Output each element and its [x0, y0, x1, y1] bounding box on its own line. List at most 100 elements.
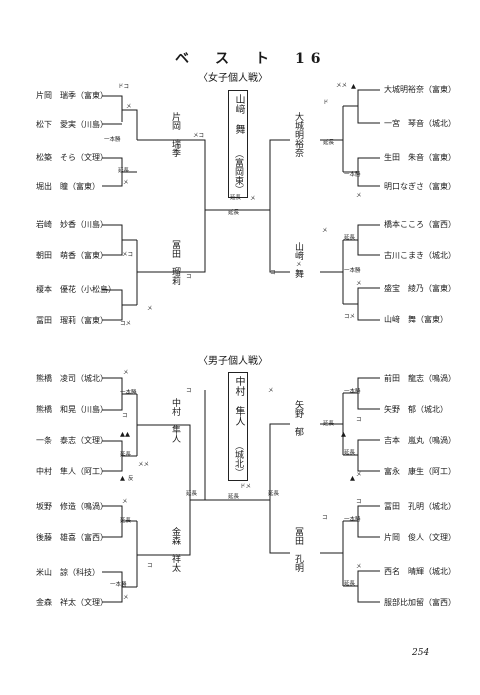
score-mark: 延長 [228, 210, 240, 216]
women-right-player: 一宮 琴音（城北） [384, 119, 456, 128]
women-right-player: 盛宝 綾乃（富東） [384, 284, 456, 293]
score-mark: ドコ [118, 84, 130, 90]
score-mark: メコ [193, 133, 205, 139]
men-right-player: 富永 康生（阿工） [384, 467, 456, 476]
men-right-player: 吉本 嵐丸（鳴渦） [384, 436, 456, 445]
score-mark: 一本勝 [344, 172, 361, 178]
score-mark: メメ [138, 462, 150, 468]
women-left-player: 松築 そら（文理） [36, 153, 108, 162]
score-mark: 延長 [344, 235, 356, 241]
score-mark: 延長 [120, 518, 132, 524]
women-left-player: 片岡 瑞季（富東） [36, 91, 108, 100]
men-left-player: 金森 祥太（文理） [36, 598, 108, 607]
score-mark: 一本勝 [344, 268, 361, 274]
men-left-player: 米山 諒（科技） [36, 568, 100, 577]
score-mark: メ [268, 388, 274, 394]
score-mark: メ [356, 564, 362, 570]
score-mark: 延長 [120, 452, 132, 458]
score-mark: コ [147, 563, 153, 569]
score-mark: 延長 [268, 491, 280, 497]
score-mark: 延長 [230, 195, 242, 201]
score-mark: メ [126, 104, 132, 110]
score-mark: 一本勝 [344, 517, 361, 523]
score-mark: 反 [128, 476, 134, 482]
score-mark: メ [123, 180, 129, 186]
women-left-player: 堀出 瞳（富東） [36, 182, 100, 191]
score-mark: 一本勝 [110, 582, 127, 588]
score-mark: 一本勝 [120, 390, 137, 396]
score-mark: 延長 [323, 421, 335, 427]
men-champion-box: 中村 隼人 （城北） [228, 372, 248, 481]
women-champion-box: 山﨑 舞 （富岡東） [228, 90, 248, 198]
men-semi-left-1: 中村 隼人 [170, 398, 180, 443]
men-right-player: 矢野 郁（城北） [384, 405, 448, 414]
score-mark: 一本勝 [104, 137, 121, 143]
women-left-player: 冨田 瑠莉（富東） [36, 316, 108, 325]
score-mark: コメ [344, 314, 356, 320]
men-champion-school: （城北） [233, 441, 243, 477]
score-mark: メ [123, 370, 129, 376]
score-mark: メ [123, 595, 129, 601]
score-mark: メメ [336, 83, 348, 89]
women-left-player: 榎本 優花（小松島） [36, 285, 116, 294]
score-mark: 延長 [118, 168, 130, 174]
women-right-player: 生田 朱音（富東） [384, 153, 456, 162]
triangle-mark: ▲ [341, 430, 346, 438]
score-mark: 一本勝 [344, 389, 361, 395]
women-right-player: 明口なぎさ（富東） [384, 182, 456, 191]
score-mark: メコ [122, 252, 134, 258]
men-champion-name: 中村 隼人 [233, 376, 244, 426]
women-right-player: 大城明裕奈（富東） [384, 85, 456, 94]
score-mark: 延長 [344, 450, 356, 456]
men-left-player: 一条 泰志（文理） [36, 436, 108, 445]
score-mark: メ [147, 306, 153, 312]
score-mark: 延長 [344, 581, 356, 587]
score-mark: コ [356, 499, 362, 505]
score-mark: メ [296, 262, 302, 268]
page-number: 254 [412, 648, 430, 658]
triangle-mark: ▲ [120, 474, 125, 482]
women-right-player: 橋本こころ（富西） [384, 220, 456, 229]
women-right-player: 古川こまき（城北） [384, 251, 456, 260]
women-semi-left-2: 冨田 瑠莉 [170, 240, 180, 285]
score-mark: メ [122, 499, 128, 505]
score-mark: コ [186, 274, 192, 280]
women-left-player: 岩崎 妙香（川島） [36, 220, 108, 229]
score-mark: メ [356, 281, 362, 287]
men-left-player: 後藤 雄喜（富西） [36, 533, 108, 542]
score-mark: メ [356, 193, 362, 199]
women-left-player: 朝田 萌香（富東） [36, 251, 108, 260]
score-mark: コ [356, 417, 362, 423]
triangle-mark: ▲ [350, 474, 355, 482]
men-left-player: 坂野 修造（鳴渦） [36, 502, 108, 511]
score-mark: 延長 [186, 491, 198, 497]
men-left-player: 中村 隼人（阿工） [36, 467, 108, 476]
men-left-player: 熊橋 和晃（川島） [36, 405, 108, 414]
women-subtitle: 〈女子個人戦〉 [198, 73, 268, 84]
women-semi-right-2: 山﨑 舞 [293, 242, 303, 278]
score-mark: メ [322, 228, 328, 234]
men-right-player: 冨田 孔明（城北） [384, 502, 456, 511]
men-right-player: 片岡 俊人（文理） [384, 533, 456, 542]
women-right-player: 山﨑 舞（富東） [384, 315, 448, 324]
men-semi-right-1: 矢野 郁 [293, 400, 303, 436]
triangle-mark: ▲ [351, 82, 356, 90]
men-left-player: 熊橋 凌司（城北） [36, 374, 108, 383]
score-mark: メ [250, 196, 256, 202]
score-mark: メ [356, 472, 362, 478]
triangle-mark: ▲▲ [120, 430, 130, 438]
men-subtitle: 〈男子個人戦〉 [198, 356, 268, 367]
men-semi-right-2: 冨田 孔明 [293, 527, 303, 572]
page-title: ベ ス ト 16 [175, 51, 327, 67]
women-champion-school: （富岡東） [233, 149, 243, 194]
score-mark: コ [186, 388, 192, 394]
women-left-player: 松下 愛実（川島） [36, 120, 108, 129]
score-mark: 延長 [228, 494, 240, 500]
women-semi-right-1: 大城明裕奈 [293, 112, 303, 157]
score-mark: コメ [120, 321, 132, 327]
women-semi-left-1: 片岡 瑞季 [170, 112, 180, 157]
score-mark: ド [323, 100, 329, 106]
